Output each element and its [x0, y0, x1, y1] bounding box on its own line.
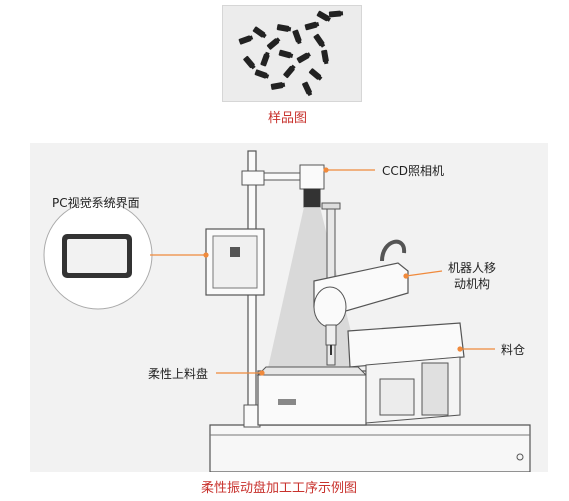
label-feeding-tray: 柔性上料盘 — [148, 367, 209, 381]
illustration-caption: 柔性振动盘加工工序示例图 — [201, 481, 358, 496]
machine-illustration: CCD照相机 PC视觉系统界面 机器人移 动机构 料仓 柔性上料盘 — [30, 143, 548, 472]
screws-sample-icon — [238, 10, 344, 97]
sample-image — [222, 5, 362, 102]
label-material-bin: 料仓 — [501, 343, 526, 357]
machine-drawing — [43, 150, 531, 472]
label-pc-interface: PC视觉系统界面 — [52, 196, 140, 210]
sample-caption: 样品图 — [268, 111, 308, 126]
label-robot-line2: 动机构 — [454, 277, 491, 291]
label-robot-line1: 机器人移 — [448, 261, 497, 275]
label-ccd-camera: CCD照相机 — [382, 164, 444, 178]
